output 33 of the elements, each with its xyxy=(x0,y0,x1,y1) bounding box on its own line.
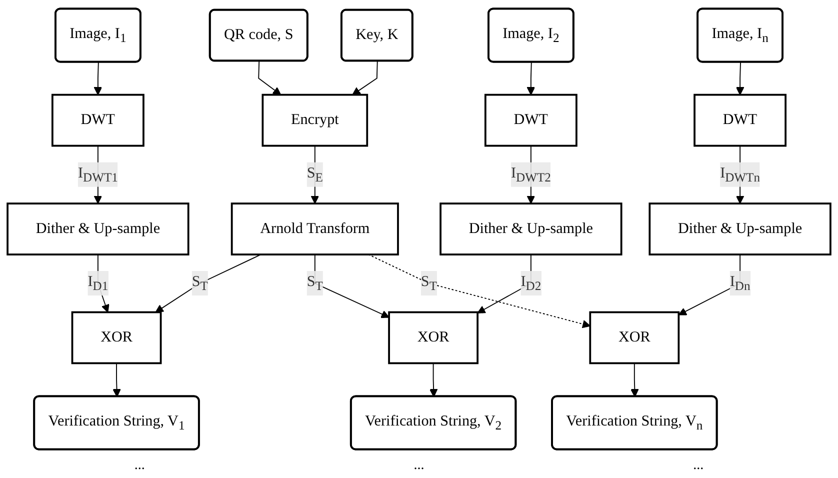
node-box: Dither & Up-sample xyxy=(440,202,622,256)
ellipsis-text: ... xyxy=(414,458,424,475)
arrow xyxy=(112,362,121,398)
ellipsis-text: ... xyxy=(134,458,145,475)
arrow xyxy=(352,60,378,96)
edge-label: S$_{T}$ xyxy=(306,274,323,293)
edge-label: S$_{E}$ xyxy=(306,165,323,184)
edge-label: I$_{Dn}$ xyxy=(730,274,750,293)
edge-label: I$_{D2}$ xyxy=(520,274,542,293)
edge-label: I$_{D1}$ xyxy=(88,274,108,293)
edge-label: S$_{T}$ xyxy=(192,274,208,293)
ellipsis-text: ... xyxy=(693,458,704,475)
node-box: DWT xyxy=(52,94,144,147)
node-box: XOR xyxy=(71,311,162,364)
arrow xyxy=(526,62,536,96)
node-box: XOR xyxy=(589,311,680,364)
edge-label: I$_{DWTn}$ xyxy=(720,165,760,184)
node-box: Dither & Up-sample xyxy=(6,202,190,256)
edge-label: I$_{DWT2}$ xyxy=(510,165,551,184)
node-box: DWT xyxy=(694,94,787,147)
edge-label: I$_{DWT1}$ xyxy=(78,165,118,184)
arrow xyxy=(429,362,438,398)
node-box: DWT xyxy=(484,94,578,147)
arrow xyxy=(94,62,102,96)
node-box: XOR xyxy=(388,311,478,364)
arrow xyxy=(630,362,639,398)
node-box: Dither & Up-sample xyxy=(648,202,832,256)
arrow xyxy=(258,60,282,96)
node-box: Encrypt xyxy=(262,94,368,147)
arrow xyxy=(155,254,262,313)
node-box: Arnold Transform xyxy=(230,202,399,256)
edge-label: S$_{T}$ xyxy=(420,274,438,293)
arrow xyxy=(736,62,744,96)
